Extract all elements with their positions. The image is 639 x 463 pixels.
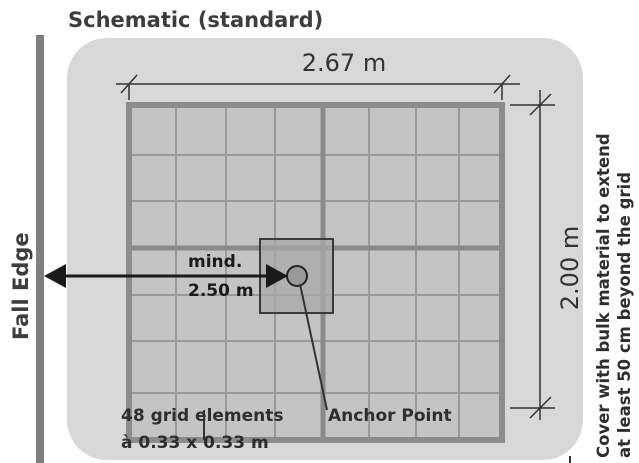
arrow-right-icon [266, 264, 288, 288]
grid-label-line1: 48 grid elements [121, 406, 284, 426]
width-label: 2.67 m [302, 49, 386, 77]
grid-border [126, 102, 505, 443]
diagram-title: Schematic (standard) [68, 8, 323, 32]
anchor-leader-line [299, 283, 328, 411]
height-label: 2.00 m [556, 226, 584, 310]
min-distance-arrow [44, 264, 288, 288]
width-dimension [116, 74, 520, 100]
grid-label-line2: à 0.33 x 0.33 m [121, 433, 269, 453]
anchor-point-label: Anchor Point [328, 406, 452, 426]
fall-edge-wall [36, 35, 44, 463]
min-distance-label-line1: mind. [188, 252, 242, 272]
cover-note-line2: at least 50 cm beyond the grid [615, 172, 634, 458]
arrow-left-icon [44, 264, 66, 288]
anchor-point-icon [286, 265, 308, 287]
fall-edge-label: Fall Edge [9, 232, 33, 340]
cover-note-line1: Cover with bulk material to extend [594, 133, 613, 458]
height-dimension [510, 90, 555, 420]
grid-cell-lines [129, 105, 502, 440]
min-distance-label-line2: 2.50 m [188, 281, 254, 301]
